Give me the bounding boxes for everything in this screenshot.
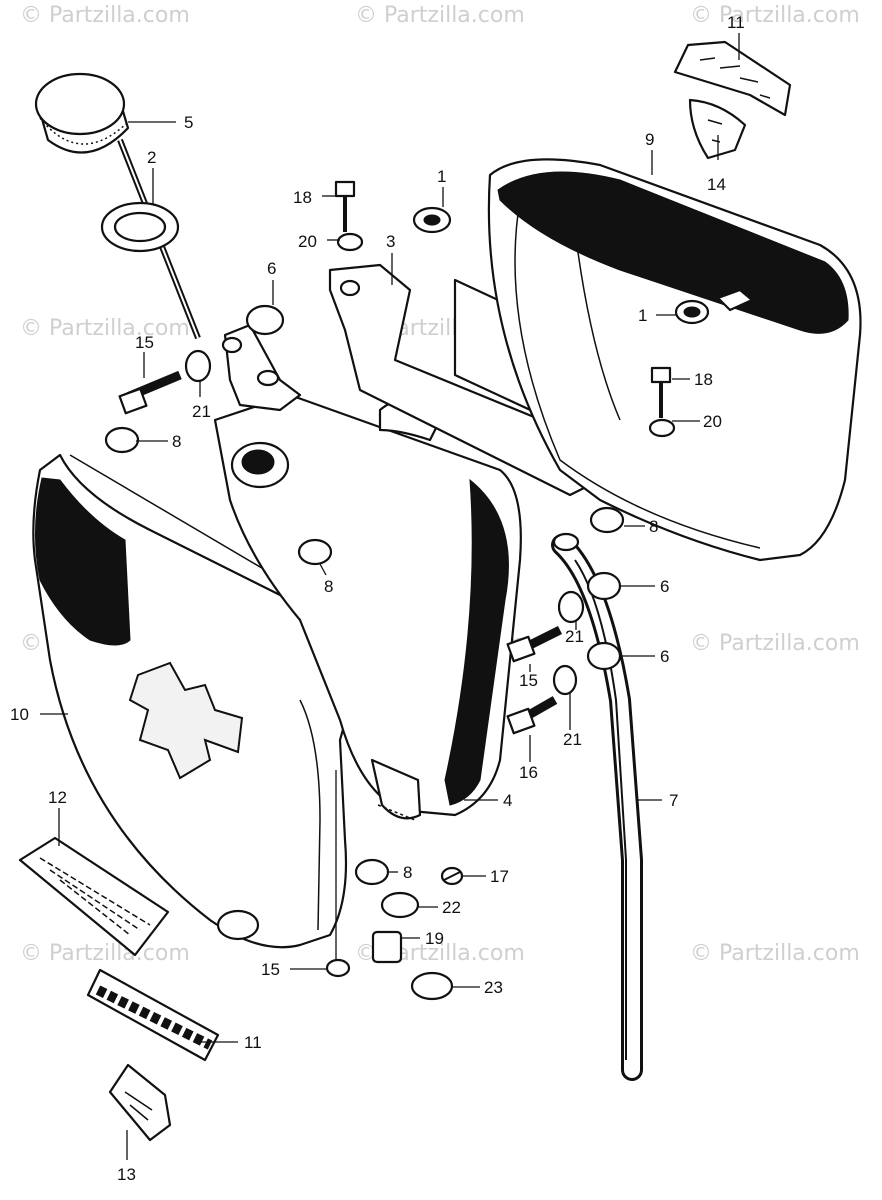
callout-5: 5 — [184, 113, 193, 132]
name-badge — [86, 968, 220, 1142]
emblem-top-right — [673, 40, 792, 160]
callout-12: 12 — [48, 788, 67, 807]
callout-11: 11 — [727, 13, 745, 32]
callout-19: 19 — [425, 929, 444, 948]
caution-label — [18, 836, 170, 957]
right-side-cover — [487, 158, 862, 562]
callout-21: 21 — [192, 402, 211, 421]
callout-1: 1 — [437, 167, 446, 186]
callout-9: 9 — [645, 130, 654, 149]
callout-3: 3 — [386, 232, 395, 251]
leader-lines — [40, 33, 740, 1160]
callout-4: 4 — [503, 791, 512, 810]
callout-8: 8 — [649, 517, 658, 536]
callout-2: 2 — [147, 148, 156, 167]
watermark: © Partzilla.com — [690, 3, 860, 28]
callout-15: 15 — [135, 333, 154, 352]
callout-22: 22 — [442, 898, 461, 917]
callout-15: 15 — [519, 671, 538, 690]
callout-14: 13 — [117, 1165, 136, 1184]
callout-17: 15 — [261, 960, 280, 979]
callout-15: 16 — [519, 763, 538, 782]
callout-16: 17 — [490, 867, 509, 886]
callout-20: 20 — [703, 412, 722, 431]
callout-1: 1 — [638, 306, 647, 325]
callout-6: 6 — [660, 577, 669, 596]
watermark: © Partzilla.com — [20, 3, 190, 28]
callout-23: 23 — [484, 978, 503, 997]
callout-8: 8 — [324, 577, 333, 596]
watermark: © Partzilla.com — [690, 631, 860, 656]
hardware — [104, 180, 710, 1001]
callout-7: 7 — [669, 791, 678, 810]
callout-13: 14 — [707, 175, 726, 194]
callout-18: 18 — [293, 188, 312, 207]
callout-8: 8 — [172, 432, 181, 451]
callout-labels: 5 2 1 18 20 3 6 9 11 14 1 18 20 15 21 8 … — [10, 13, 745, 1184]
callout-20: 20 — [298, 232, 317, 251]
callout-21: 21 — [563, 730, 582, 749]
callout-18: 18 — [694, 370, 713, 389]
callout-10: 10 — [10, 705, 29, 724]
callout-6: 6 — [660, 647, 669, 666]
watermark: © Partzilla.com — [20, 316, 190, 341]
filler-cap-dipstick — [34, 72, 201, 340]
callout-21: 21 — [565, 627, 584, 646]
callout-11: 11 — [244, 1033, 262, 1052]
watermark: © Partzilla.com — [355, 3, 525, 28]
hose — [551, 532, 643, 1081]
oil-tank — [213, 323, 522, 821]
watermark: © Partzilla.com — [20, 941, 190, 966]
callout-6: 6 — [267, 259, 276, 278]
watermark: © Partzilla.com — [690, 941, 860, 966]
callout-8: 8 — [403, 863, 412, 882]
